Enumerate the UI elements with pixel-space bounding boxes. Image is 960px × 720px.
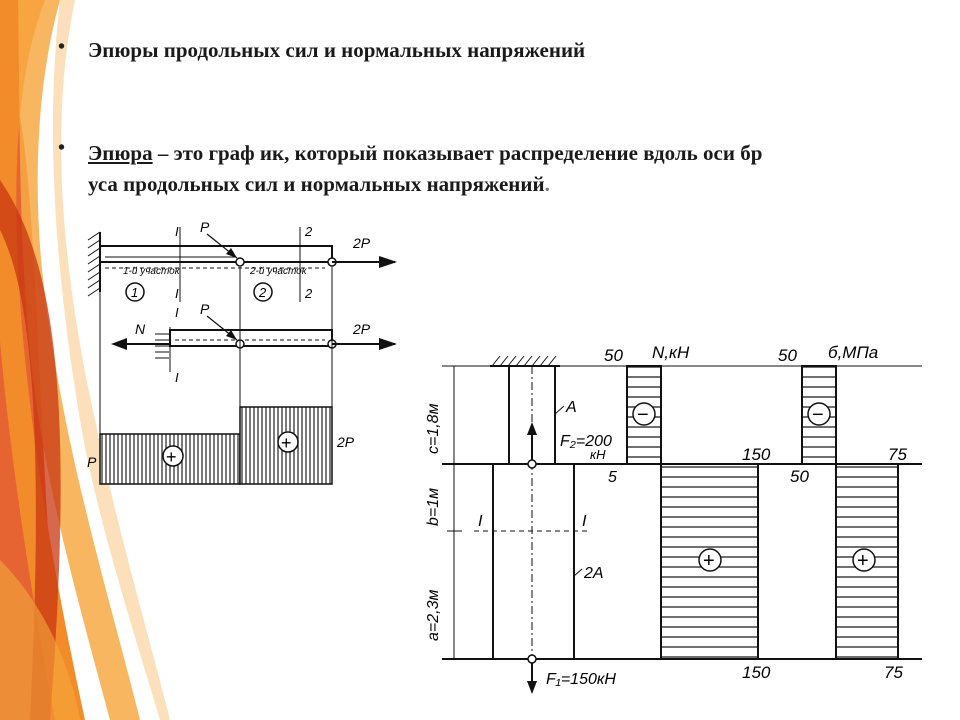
plus-sign-2: + — [281, 433, 292, 453]
force-n: N — [135, 321, 146, 337]
sigma-value-top: 50 — [778, 346, 797, 365]
n-plus-sign: + — [703, 550, 715, 572]
force-f1-label: F₁=150кН — [546, 671, 616, 688]
area-2a-label: 2A — [583, 565, 604, 582]
n-value-mid-left: 5 — [608, 469, 617, 486]
sigma-axis-label: б,МПа — [828, 343, 878, 362]
definition-line2: уса продольных сил и нормальных напряжен… — [88, 172, 545, 196]
dim-b-label: b=1м — [425, 488, 442, 526]
slide-heading: Эпюры продольных сил и нормальных напряж… — [88, 38, 586, 62]
segment-2-label: 2-й участок — [249, 266, 308, 277]
force-f2-unit: кН — [590, 447, 606, 462]
bullet-2: • — [58, 137, 66, 159]
section-2-top: 2 — [304, 224, 313, 239]
bar-force-diagram-left: 1-й участок 2-й участок I I 2 2 1 2 P 2P… — [87, 222, 397, 485]
section-1-top: I — [175, 224, 179, 239]
definition-line1: – это граф ик, который показывает распре… — [152, 141, 763, 165]
bullet-1: • — [58, 36, 66, 58]
n-minus-sign: − — [637, 404, 649, 426]
force-2p-top: 2P — [352, 235, 371, 251]
sigma-minus-sign: − — [812, 404, 824, 426]
stepped-bar-diagram-right: c=1,8м b=1м a=2,3м F₂=200 кН F₁=150кН A … — [425, 343, 922, 694]
section-1-cut-top: I — [175, 305, 179, 320]
section-1-cut-bottom: I — [175, 370, 179, 385]
epure-label-p: P — [87, 454, 97, 470]
n-value-mid-right: 150 — [742, 445, 771, 464]
force-2p-bottom: 2P — [352, 321, 371, 337]
section-right: I — [582, 513, 587, 530]
force-f2-label: F₂=200 — [560, 433, 612, 450]
section-2-bottom: 2 — [304, 286, 313, 301]
area-a-label: A — [565, 399, 577, 416]
segment-1-number: 1 — [131, 285, 138, 300]
definition-term: Эпюра — [88, 141, 153, 165]
segment-2-number: 2 — [258, 285, 267, 300]
sigma-value-mid-left: 50 — [790, 467, 809, 486]
force-p-bottom: P — [200, 301, 210, 317]
n-value-top: 50 — [604, 346, 623, 365]
n-axis-label: N,кН — [652, 343, 690, 362]
section-1-bottom: I — [175, 286, 179, 301]
force-p-top: P — [200, 222, 210, 235]
sigma-plus-sign: + — [857, 550, 869, 572]
definition-period: . — [544, 172, 550, 196]
sigma-value-mid-right: 75 — [888, 445, 907, 464]
plus-sign-1: + — [166, 447, 177, 467]
sigma-value-bottom: 75 — [884, 663, 903, 682]
n-value-bottom: 150 — [742, 663, 771, 682]
segment-1-label: 1-й участок — [123, 266, 181, 277]
definition-paragraph: Эпюра – это граф ик, который показывает … — [88, 138, 948, 200]
epure-label-2p: 2P — [336, 434, 355, 450]
dim-c-label: c=1,8м — [425, 403, 442, 454]
dim-a-label: a=2,3м — [425, 590, 442, 641]
section-left: I — [478, 513, 483, 530]
